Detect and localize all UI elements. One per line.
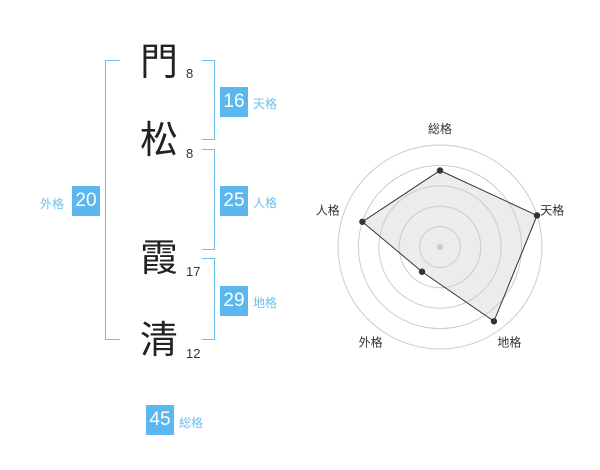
radar-grid-ring (357, 164, 523, 330)
gaikaku-label: 外格 (40, 197, 65, 211)
stroke-count-2: 8 (186, 146, 194, 161)
radar-axis-label-1: 天格 (540, 203, 564, 218)
chikaku-bracket (202, 258, 215, 340)
soukaku-label: 総格 (179, 416, 204, 430)
chikaku-label: 地格 (253, 296, 278, 310)
radar-grid-ring (419, 226, 461, 268)
gaikaku-bracket (105, 60, 120, 340)
gaikaku-score: 20 (72, 186, 100, 216)
radar-point-0 (436, 167, 444, 174)
name-char-2: 松 (140, 118, 179, 162)
radar-axis-label-2: 地格 (497, 334, 521, 349)
radar-point-1 (533, 212, 541, 219)
radar-point-2 (490, 318, 498, 325)
name-char-3: 霞 (140, 236, 179, 280)
jinkaku-label: 人格 (253, 196, 278, 210)
jinkaku-bracket (202, 149, 215, 250)
radar-axis-label-4: 人格 (316, 203, 340, 218)
radar-axis-label-3: 外格 (359, 334, 383, 349)
stroke-count-1: 8 (186, 66, 194, 81)
radar-grid-ring (378, 185, 502, 309)
radar-center-dot (437, 244, 443, 250)
stroke-count-4: 12 (186, 346, 201, 361)
soukaku-score: 45 (146, 405, 174, 435)
radar-point-4 (359, 218, 366, 225)
jinkaku-score: 25 (220, 186, 248, 216)
stroke-count-3: 17 (186, 264, 201, 279)
radar-data-polygon (361, 169, 538, 323)
name-char-1: 門 (140, 40, 179, 84)
radar-point-3 (418, 268, 426, 275)
chikaku-score: 29 (220, 286, 248, 316)
radar-grid-ring (398, 205, 482, 289)
name-char-4: 清 (140, 318, 179, 362)
tenkaku-label: 天格 (253, 97, 278, 111)
radar-axis-label-0: 総格 (428, 121, 452, 136)
tenkaku-bracket (202, 60, 215, 140)
tenkaku-score: 16 (220, 87, 248, 117)
